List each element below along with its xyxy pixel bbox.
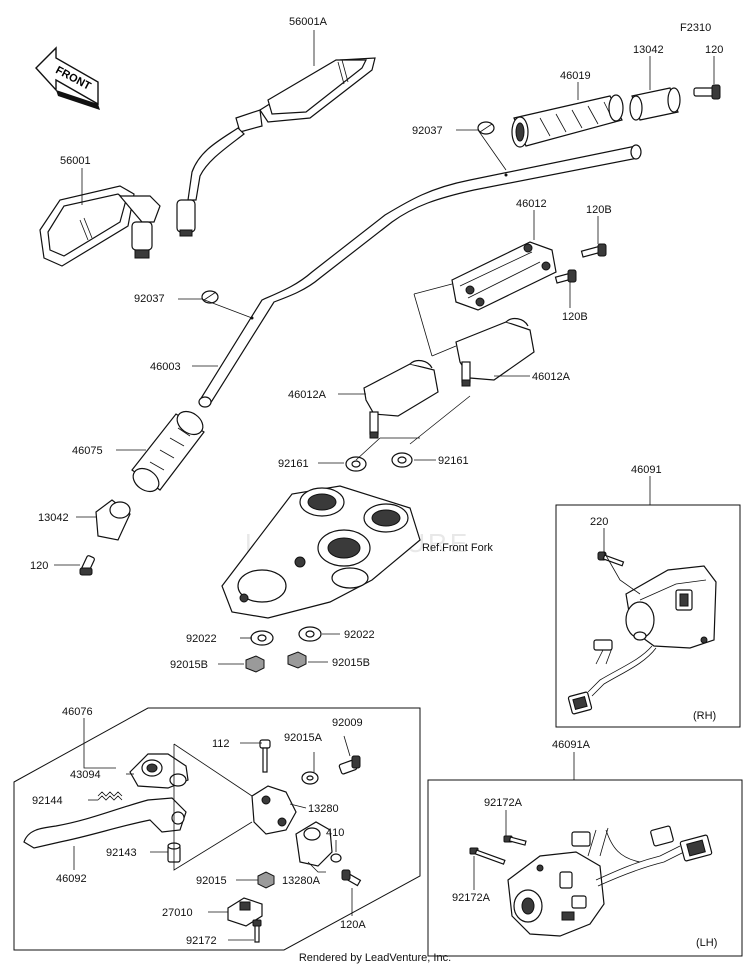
label-92172a-b[interactable]: 92172A — [452, 892, 491, 904]
label-92143[interactable]: 92143 — [106, 847, 137, 859]
label-46012a-right[interactable]: 46012A — [532, 371, 571, 383]
label-46092[interactable]: 46092 — [56, 873, 87, 885]
label-92015a[interactable]: 92015A — [284, 732, 323, 744]
front-arrow-icon: FRONT — [35, 46, 100, 110]
clamp-13280A — [295, 821, 333, 867]
diagram-code: F2310 — [680, 22, 712, 34]
right-handlebar-switch — [567, 565, 717, 715]
washer-92161-left — [345, 456, 367, 472]
left-handlebar-switch — [507, 825, 713, 937]
leader-lines — [54, 30, 715, 941]
bolt-92009 — [338, 755, 361, 775]
label-410[interactable]: 410 — [326, 827, 344, 839]
screw-92172A-a — [503, 835, 527, 846]
clutch-holder-43094 — [129, 753, 189, 789]
ref-front-fork-label: Ref.Front Fork — [422, 542, 493, 554]
screw-92172 — [252, 919, 262, 943]
label-46003[interactable]: 46003 — [150, 361, 181, 373]
label-13280[interactable]: 13280 — [308, 803, 339, 815]
nut-92015 — [257, 871, 275, 889]
clutch-switch-bracket-13280 — [251, 785, 297, 835]
label-92037-left[interactable]: 92037 — [134, 293, 165, 305]
label-120b-b[interactable]: 120B — [562, 311, 588, 323]
spring-92144 — [97, 791, 123, 801]
label-120-top[interactable]: 120 — [705, 44, 723, 56]
rh-switch-box — [555, 504, 741, 728]
washer-92015A — [301, 771, 319, 785]
clip-92037-top — [477, 121, 495, 135]
label-120b-a[interactable]: 120B — [586, 204, 612, 216]
screw-220 — [597, 551, 625, 567]
washer-92161-right — [391, 452, 413, 468]
switch-27010 — [227, 897, 263, 927]
label-27010[interactable]: 27010 — [162, 907, 193, 919]
clutch-lever-box — [13, 707, 421, 951]
label-220[interactable]: 220 — [590, 516, 608, 528]
bolt-120A — [341, 869, 362, 887]
bolt-112 — [259, 739, 271, 773]
label-92009[interactable]: 92009 — [332, 717, 363, 729]
label-43094[interactable]: 43094 — [70, 769, 101, 781]
label-56001a[interactable]: 56001A — [289, 16, 328, 28]
screw-92172A-b — [469, 847, 506, 865]
label-92144[interactable]: 92144 — [32, 795, 63, 807]
label-92022-right[interactable]: 92022 — [344, 629, 375, 641]
label-46012[interactable]: 46012 — [516, 198, 547, 210]
label-120a[interactable]: 120A — [340, 919, 366, 931]
handlebar — [198, 144, 642, 408]
label-56001[interactable]: 56001 — [60, 155, 91, 167]
throttle-grip — [511, 94, 624, 148]
label-46019[interactable]: 46019 — [560, 70, 591, 82]
left-grip — [131, 410, 205, 493]
label-46076[interactable]: 46076 — [62, 706, 93, 718]
bolt-120B-a — [580, 243, 607, 258]
label-92015[interactable]: 92015 — [196, 875, 227, 887]
lower-holder-right — [455, 317, 535, 387]
part-labels: 56001A 56001 120 13042 46019 92037 46012… — [30, 16, 723, 947]
label-112[interactable]: 112 — [212, 738, 230, 750]
clutch-lever-46092 — [23, 797, 187, 849]
label-46012a-left[interactable]: 46012A — [288, 389, 327, 401]
clip-92037-left — [201, 290, 219, 304]
mirror-right — [176, 57, 376, 237]
bolt-120-top — [693, 84, 721, 100]
upper-holder-46012 — [451, 241, 557, 311]
lh-switch-box — [427, 779, 743, 957]
label-13042-top[interactable]: 13042 — [633, 44, 664, 56]
lower-holder-left — [363, 359, 439, 439]
label-92037-top[interactable]: 92037 — [412, 125, 443, 137]
label-92172a-a[interactable]: 92172A — [484, 797, 523, 809]
label-13280a[interactable]: 13280A — [282, 875, 321, 887]
bar-end-weight-right — [629, 87, 681, 121]
mirror-left — [39, 185, 161, 267]
bolt-120-left — [79, 555, 95, 576]
bolt-120B-b — [554, 269, 577, 284]
washer-410 — [330, 853, 342, 863]
label-46091[interactable]: 46091 — [631, 464, 662, 476]
label-46075[interactable]: 46075 — [72, 445, 103, 457]
label-92015b-left[interactable]: 92015B — [170, 659, 208, 671]
nut-92015B-left — [245, 655, 265, 673]
lh-label: (LH) — [696, 937, 717, 949]
label-92161-left[interactable]: 92161 — [278, 458, 309, 470]
label-92172[interactable]: 92172 — [186, 935, 217, 947]
rh-label: (RH) — [693, 710, 716, 722]
label-92015b-right[interactable]: 92015B — [332, 657, 370, 669]
label-46091a[interactable]: 46091A — [552, 739, 591, 751]
upper-triple-clamp — [221, 485, 421, 619]
label-92022-left[interactable]: 92022 — [186, 633, 217, 645]
footer-credit: Rendered by LeadVenture, Inc. — [298, 952, 452, 964]
washer-92022-right — [298, 626, 322, 642]
nut-92015B-right — [287, 651, 307, 669]
label-13042-left[interactable]: 13042 — [38, 512, 69, 524]
washer-92022-left — [250, 630, 274, 646]
label-120-left[interactable]: 120 — [30, 560, 48, 572]
bar-end-weight-left — [95, 499, 131, 541]
label-92161-right[interactable]: 92161 — [438, 455, 469, 467]
